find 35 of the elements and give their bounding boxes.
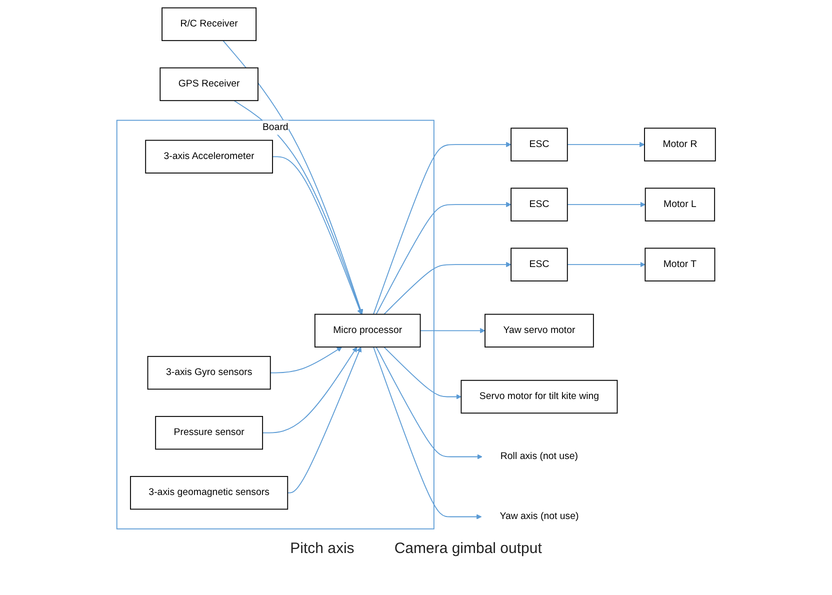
node-box: Micro processor bbox=[314, 313, 421, 347]
arrow bbox=[270, 346, 342, 373]
arrow bbox=[372, 141, 512, 314]
arrow bbox=[420, 328, 486, 333]
node-box: ESC bbox=[510, 247, 568, 281]
node-box: 3-axis Accelerometer bbox=[145, 139, 273, 173]
arrow bbox=[222, 40, 363, 314]
arrow bbox=[383, 261, 512, 314]
note-text: Camera gimbal output bbox=[394, 540, 542, 557]
node-box: R/C Receiver bbox=[161, 6, 256, 41]
node-box: 3-axis geomagnetic sensors bbox=[130, 476, 288, 510]
arrow bbox=[372, 346, 482, 519]
arrow bbox=[566, 261, 646, 267]
arrow bbox=[272, 156, 362, 314]
node-box: Motor L bbox=[644, 187, 715, 221]
node-box: GPS Receiver bbox=[160, 66, 258, 101]
node-text: Roll axis (not use) bbox=[500, 450, 578, 462]
node-box: Motor T bbox=[644, 247, 716, 281]
note-text: Pitch axis bbox=[290, 540, 354, 557]
arrow bbox=[566, 201, 646, 207]
node-text: Yaw axis (not use) bbox=[500, 510, 579, 522]
arrow bbox=[262, 346, 358, 433]
arrow bbox=[287, 346, 362, 493]
node-box: 3-axis Gyro sensors bbox=[147, 355, 271, 390]
node-box: Servo motor for tilt kite wing bbox=[460, 379, 618, 414]
arrow bbox=[376, 346, 482, 459]
arrow bbox=[566, 141, 645, 147]
arrow bbox=[234, 100, 363, 314]
node-box: ESC bbox=[510, 187, 568, 221]
node-box: ESC bbox=[510, 127, 568, 161]
node-box: Motor R bbox=[644, 127, 716, 161]
node-box: Pressure sensor bbox=[154, 415, 263, 450]
arrow bbox=[383, 346, 462, 399]
arrow bbox=[376, 201, 512, 314]
node-box: Yaw servo motor bbox=[484, 313, 594, 347]
